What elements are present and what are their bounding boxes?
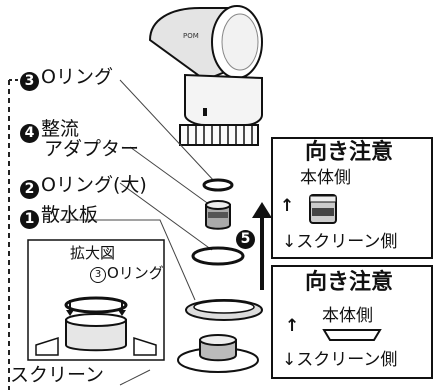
part-number-3: 3	[20, 72, 39, 91]
box1-bottom-label: ↓スクリーン側	[282, 234, 397, 251]
box2-down-arrow-icon: ↓	[282, 350, 297, 370]
inset-title: 拡大図	[70, 244, 116, 262]
part-number-1: 1	[20, 210, 39, 229]
label-oring-large-text: Oリング(大)	[41, 174, 147, 196]
orientation-box-screen	[271, 265, 433, 379]
inset-oring-drawing	[35, 296, 157, 356]
adapter-mini-icon	[309, 194, 337, 224]
part-number-4: 4	[20, 124, 39, 143]
screen-mini-icon	[322, 329, 382, 341]
box1-up-arrow-icon: ↑	[280, 196, 295, 216]
box2-top-label: 本体側	[322, 306, 373, 326]
box2-title: 向き注意	[305, 270, 394, 295]
screen-part	[177, 334, 259, 373]
step-number-5: 5	[236, 230, 255, 249]
inset-number: 3	[90, 267, 106, 283]
leader-lines	[60, 79, 216, 386]
label-adapter-line2: アダプター	[44, 138, 140, 160]
box2-bottom-text: スクリーン側	[296, 350, 398, 370]
adapter-part	[205, 200, 231, 230]
faucet-body: POM	[148, 5, 263, 146]
oring-large	[191, 246, 245, 266]
orientation-box-adapter	[271, 137, 433, 259]
part-number-2: 2	[20, 180, 39, 199]
box2-bottom-label: ↓スクリーン側	[282, 352, 397, 369]
inset-subtitle-text: Oリング	[107, 264, 164, 282]
box1-bottom-text: スクリーン側	[296, 232, 398, 252]
sprinkler-plate	[185, 299, 263, 321]
step-5-label: 5	[236, 228, 257, 249]
label-sprinkler-text: 散水板	[41, 204, 99, 226]
label-adapter-text: 整流	[41, 118, 80, 140]
oring-3	[202, 178, 234, 192]
arrow-head-icon	[252, 202, 272, 218]
label-oring3-text: Oリング	[41, 66, 113, 88]
box1-top-label: 本体側	[300, 168, 351, 188]
box1-title: 向き注意	[305, 140, 394, 165]
box2-up-arrow-icon: ↑	[285, 316, 300, 336]
box1-down-arrow-icon: ↓	[282, 232, 297, 252]
faucet-logo: POM	[183, 32, 199, 40]
label-screen: スクリーン	[10, 364, 105, 386]
